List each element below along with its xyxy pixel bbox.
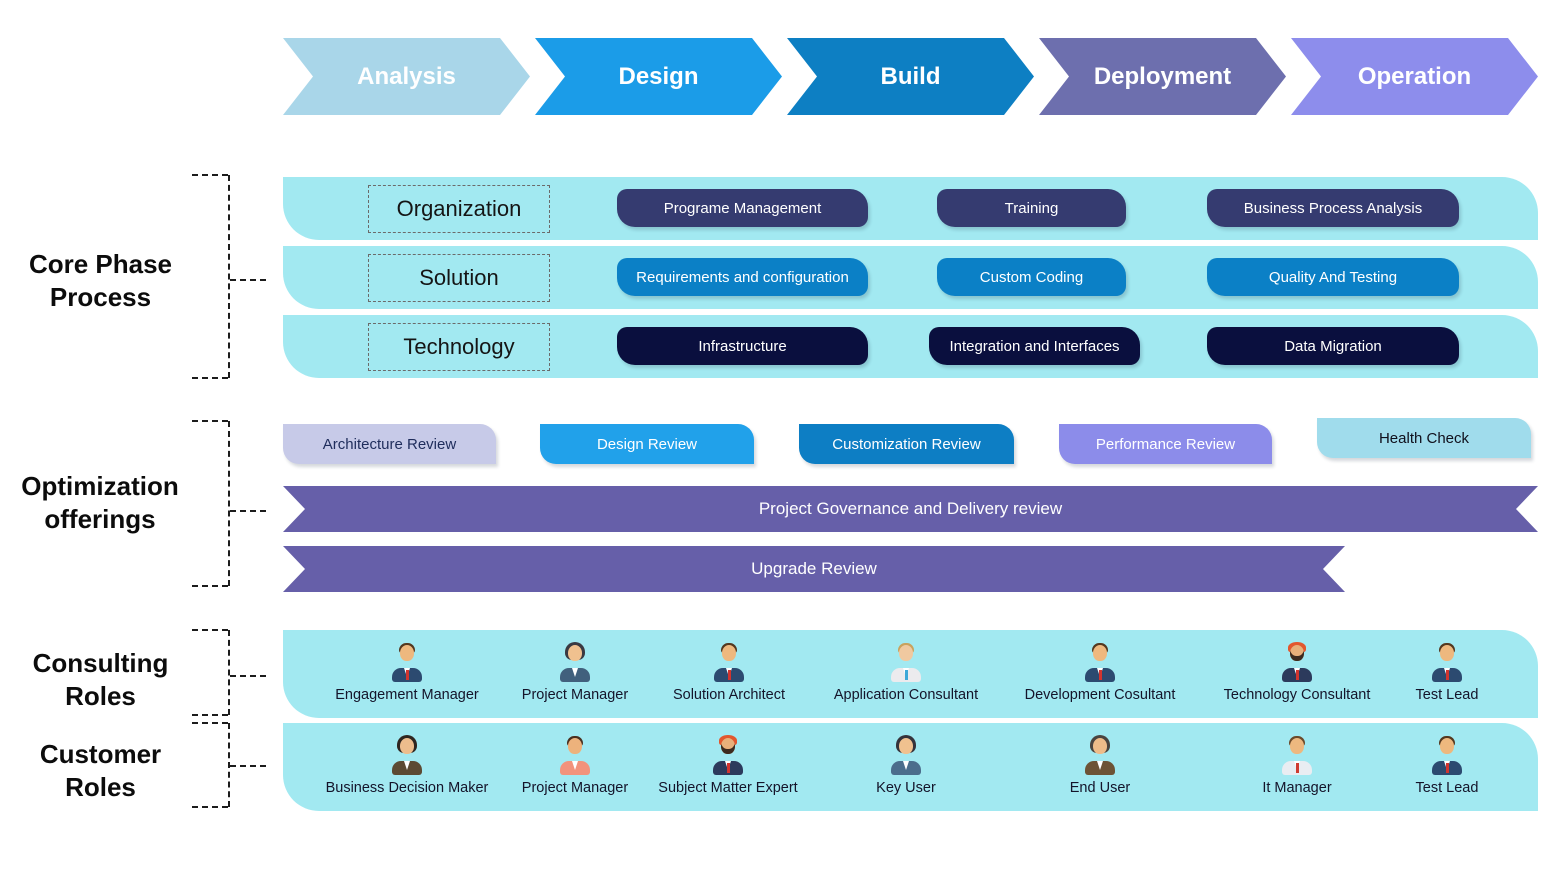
role-label: Business Decision Maker (325, 780, 489, 796)
pill-custom-coding: Custom Coding (937, 258, 1126, 296)
role-subject-matter-expert: Subject Matter Expert (633, 735, 823, 796)
section-title-optimization-offerings: Optimization offerings (21, 471, 179, 535)
role-development-cosultant: Development Cosultant (1005, 642, 1195, 703)
shirt-man-avatar-icon (1279, 735, 1315, 775)
role-label: Project Manager (521, 687, 629, 703)
section-title-customer-roles: Customer Roles (39, 739, 162, 803)
core-row-solution: Solution Requirements and configuration … (283, 246, 1538, 309)
pill-training: Training (937, 189, 1126, 227)
role-label: Test Lead (1415, 780, 1479, 796)
core-row-technology: Technology Infrastructure Integration an… (283, 315, 1538, 378)
role-technology-consultant: Technology Consultant (1202, 642, 1392, 703)
consultant-avatar-icon (888, 642, 924, 682)
pill-data-migration: Data Migration (1207, 327, 1459, 365)
role-engagement-manager: Engagement Manager (312, 642, 502, 703)
role-label: Application Consultant (833, 687, 979, 703)
phase-label: Build (880, 62, 941, 90)
businesswoman-avatar-icon (557, 642, 593, 682)
role-application-consultant: Application Consultant (811, 642, 1001, 703)
role-label: It Manager (1262, 780, 1332, 796)
customer-roles-row: Business Decision Maker Project Manager … (283, 723, 1538, 811)
businessman-avatar-icon (711, 642, 747, 682)
role-project-manager: Project Manager (480, 642, 670, 703)
role-business-decision-maker: Business Decision Maker (312, 735, 502, 796)
phase-arrow-build: Build (787, 38, 1034, 115)
role-end-user: End User (1005, 735, 1195, 796)
bracket-consulting (192, 629, 266, 716)
role-label: Subject Matter Expert (658, 780, 798, 796)
role-test-lead: Test Lead (1352, 735, 1542, 796)
ribbon-label: Project Governance and Delivery review (758, 499, 1063, 518)
role-label: Test Lead (1415, 687, 1479, 703)
role-test-lead: Test Lead (1352, 642, 1542, 703)
phase-arrow-analysis: Analysis (283, 38, 530, 115)
role-key-user: Key User (811, 735, 1001, 796)
role-label: Project Manager (521, 780, 629, 796)
pill-customization-review: Customization Review (799, 424, 1014, 464)
row-label-organization: Organization (368, 185, 550, 233)
businesswoman-avatar-icon (888, 735, 924, 775)
phase-label: Analysis (357, 62, 456, 90)
turban-man-avatar-icon (710, 735, 746, 775)
phase-arrow-operation: Operation (1291, 38, 1538, 115)
ribbon-project-governance: Project Governance and Delivery review (283, 486, 1538, 532)
pill-infrastructure: Infrastructure (617, 327, 868, 365)
ribbon-upgrade-review: Upgrade Review (283, 546, 1345, 592)
core-row-organization: Organization Programe Management Trainin… (283, 177, 1538, 240)
phase-arrow-deployment: Deployment (1039, 38, 1286, 115)
role-label: Engagement Manager (335, 687, 479, 703)
phase-arrow-design: Design (535, 38, 782, 115)
pill-quality-and-testing: Quality And Testing (1207, 258, 1459, 296)
section-title-core-phase-process: Core Phase Process (28, 249, 173, 313)
pill-integration-and-interfaces: Integration and Interfaces (929, 327, 1140, 365)
ribbon-label: Upgrade Review (751, 559, 877, 578)
role-solution-architect: Solution Architect (634, 642, 824, 703)
businesswoman-avatar-icon (389, 735, 425, 775)
phase-label: Deployment (1093, 62, 1232, 90)
businessman-avatar-icon (1429, 735, 1465, 775)
businessman-avatar-icon (389, 642, 425, 682)
role-project-manager: Project Manager (480, 735, 670, 796)
section-title-consulting-roles: Consulting Roles (32, 648, 169, 712)
bracket-optimization (192, 420, 266, 587)
casual-man-avatar-icon (557, 735, 593, 775)
role-label: Key User (876, 780, 936, 796)
businessman-avatar-icon (1082, 642, 1118, 682)
pill-health-check: Health Check (1317, 418, 1531, 458)
pill-requirements-and-configuration: Requirements and configuration (617, 258, 868, 296)
consulting-roles-row: Engagement Manager Project Manager Solut… (283, 630, 1538, 718)
role-label: End User (1069, 780, 1131, 796)
pill-design-review: Design Review (540, 424, 754, 464)
businesswoman-avatar-icon (1082, 735, 1118, 775)
role-label: Development Cosultant (1024, 687, 1176, 703)
pill-programe-management: Programe Management (617, 189, 868, 227)
phase-label: Design (618, 62, 699, 90)
role-label: Technology Consultant (1223, 687, 1371, 703)
row-label-solution: Solution (368, 254, 550, 302)
bracket-core-phase (192, 174, 266, 379)
turban-man-avatar-icon (1279, 642, 1315, 682)
pill-business-process-analysis: Business Process Analysis (1207, 189, 1459, 227)
bracket-customer (192, 722, 266, 808)
role-it-manager: It Manager (1202, 735, 1392, 796)
phase-label: Operation (1357, 62, 1472, 90)
role-label: Solution Architect (672, 687, 786, 703)
row-label-technology: Technology (368, 323, 550, 371)
pill-performance-review: Performance Review (1059, 424, 1272, 464)
pill-architecture-review: Architecture Review (283, 424, 496, 464)
businessman-avatar-icon (1429, 642, 1465, 682)
